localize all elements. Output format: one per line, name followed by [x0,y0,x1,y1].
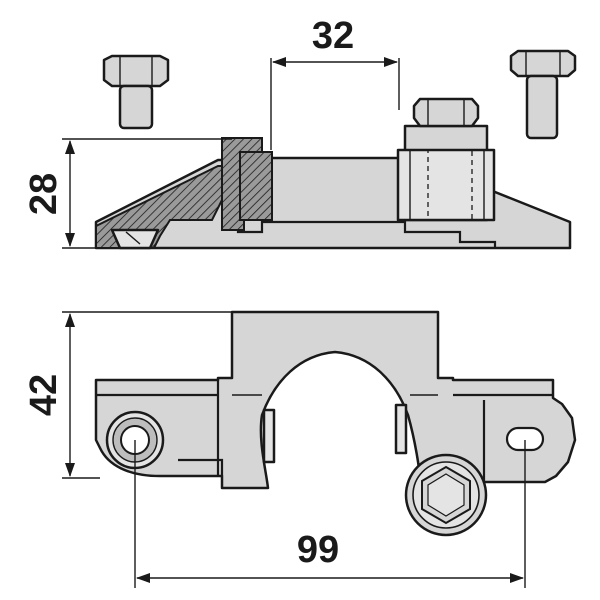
loose-bolt-right [509,49,577,140]
bolt-head-plan [404,453,488,537]
side-view: 32 28 [23,15,577,250]
plan-view: 42 99 [23,310,577,588]
dimension-label-99: 99 [297,529,339,571]
dimension-28: 28 [23,138,232,249]
dimension-32: 32 [270,15,400,150]
clamping-bolt [396,97,496,222]
loose-bolt-left [102,54,170,130]
dimension-label-28: 28 [23,173,65,215]
dimension-99: 99 [134,440,526,588]
dimension-label-42: 42 [23,374,65,416]
holder-plate [94,310,577,490]
dimension-label-32: 32 [312,15,354,57]
dimension-42: 42 [23,311,232,479]
